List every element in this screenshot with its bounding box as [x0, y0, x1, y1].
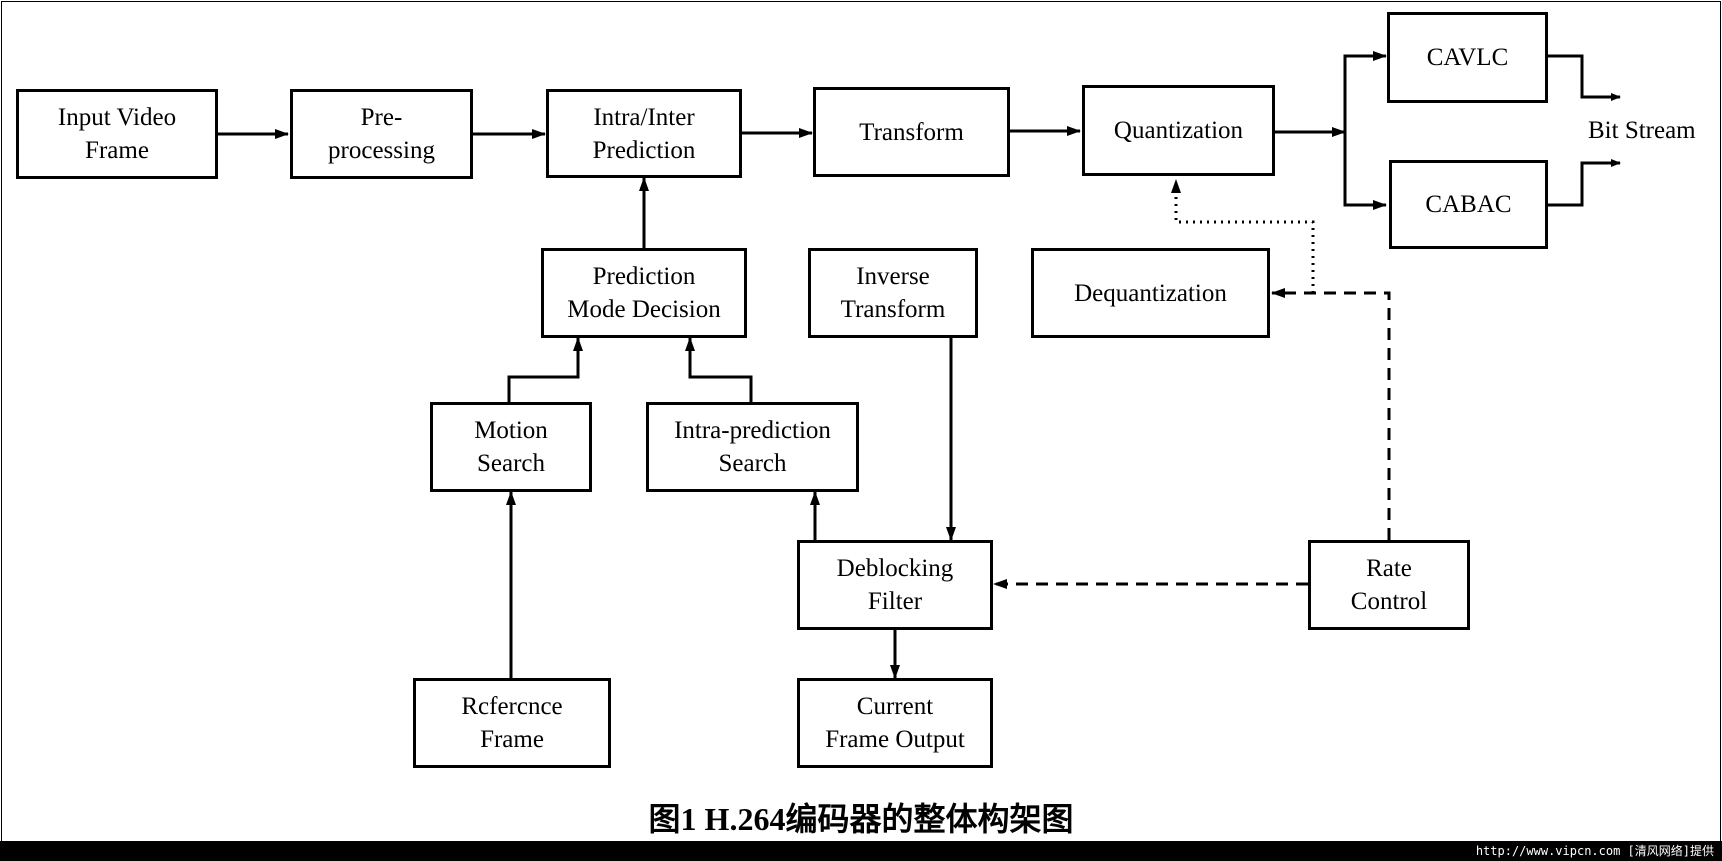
block-input-video-frame: Input Video Frame [16, 89, 218, 179]
block-motion-search: Motion Search [430, 402, 592, 492]
block-label: Transform [859, 118, 964, 146]
block-intra-prediction-search: Intra-prediction Search [646, 402, 859, 492]
block-quantization: Quantization [1082, 85, 1275, 176]
watermark-text: http://www.vipcn.com [清风网络]提供 [1475, 844, 1714, 858]
line-splitter-to-cavlc [1343, 51, 1387, 205]
block-label: Motion Search [474, 417, 548, 477]
arrow-motion-search-to-mode-decision [507, 337, 583, 402]
block-label: Deblocking Filter [836, 555, 954, 615]
block-label: CABAC [1425, 191, 1512, 218]
block-cavlc: CAVLC [1387, 12, 1548, 103]
dotted-dequantization-to-quantization [1171, 179, 1315, 293]
block-label: Pre- processing [328, 104, 435, 164]
block-label: Inverse Transform [840, 263, 946, 323]
block-preprocessing: Pre- processing [290, 89, 473, 179]
block-prediction-mode-decision: Prediction Mode Decision [541, 248, 747, 338]
arrow-cavlc-to-bitstream [1548, 54, 1621, 101]
line-splitter-to-cabac [1343, 132, 1387, 210]
block-label: Rate Control [1350, 555, 1428, 615]
block-label: Input Video Frame [57, 104, 177, 164]
block-intra-inter-prediction: Intra/Inter Prediction [546, 89, 742, 178]
arrow-intra-search-to-mode-decision [685, 337, 753, 402]
bit-stream-label: Bit Stream [1588, 117, 1696, 144]
block-dequantization: Dequantization [1031, 248, 1270, 338]
block-inverse-transform: Inverse Transform [808, 248, 978, 338]
block-label: CAVLC [1426, 44, 1509, 71]
block-cabac: CABAC [1389, 160, 1548, 249]
block-label: Prediction Mode Decision [567, 263, 721, 323]
dashed-rate-control-to-dequantization [1271, 288, 1391, 540]
block-rate-control: Rate Control [1308, 540, 1470, 630]
block-label: Intra/Inter Prediction [592, 103, 696, 164]
block-label: Dequantization [1074, 279, 1227, 307]
footer-bar: http://www.vipcn.com [清风网络]提供 [0, 841, 1722, 861]
block-current-frame-output: Current Frame Output [797, 678, 993, 768]
figure-caption: 图1 H.264编码器的整体构架图 [648, 801, 1074, 837]
block-transform: Transform [813, 87, 1010, 177]
block-deblocking-filter: Deblocking Filter [797, 540, 993, 630]
block-label: Intra-prediction Search [674, 417, 831, 477]
block-reference-frame: Rcfercnce Frame [413, 678, 611, 768]
block-label: Quantization [1113, 117, 1244, 144]
arrow-cabac-to-bitstream [1548, 159, 1621, 207]
block-label: Rcfercnce Frame [461, 693, 563, 753]
block-label: Current Frame Output [825, 693, 965, 753]
